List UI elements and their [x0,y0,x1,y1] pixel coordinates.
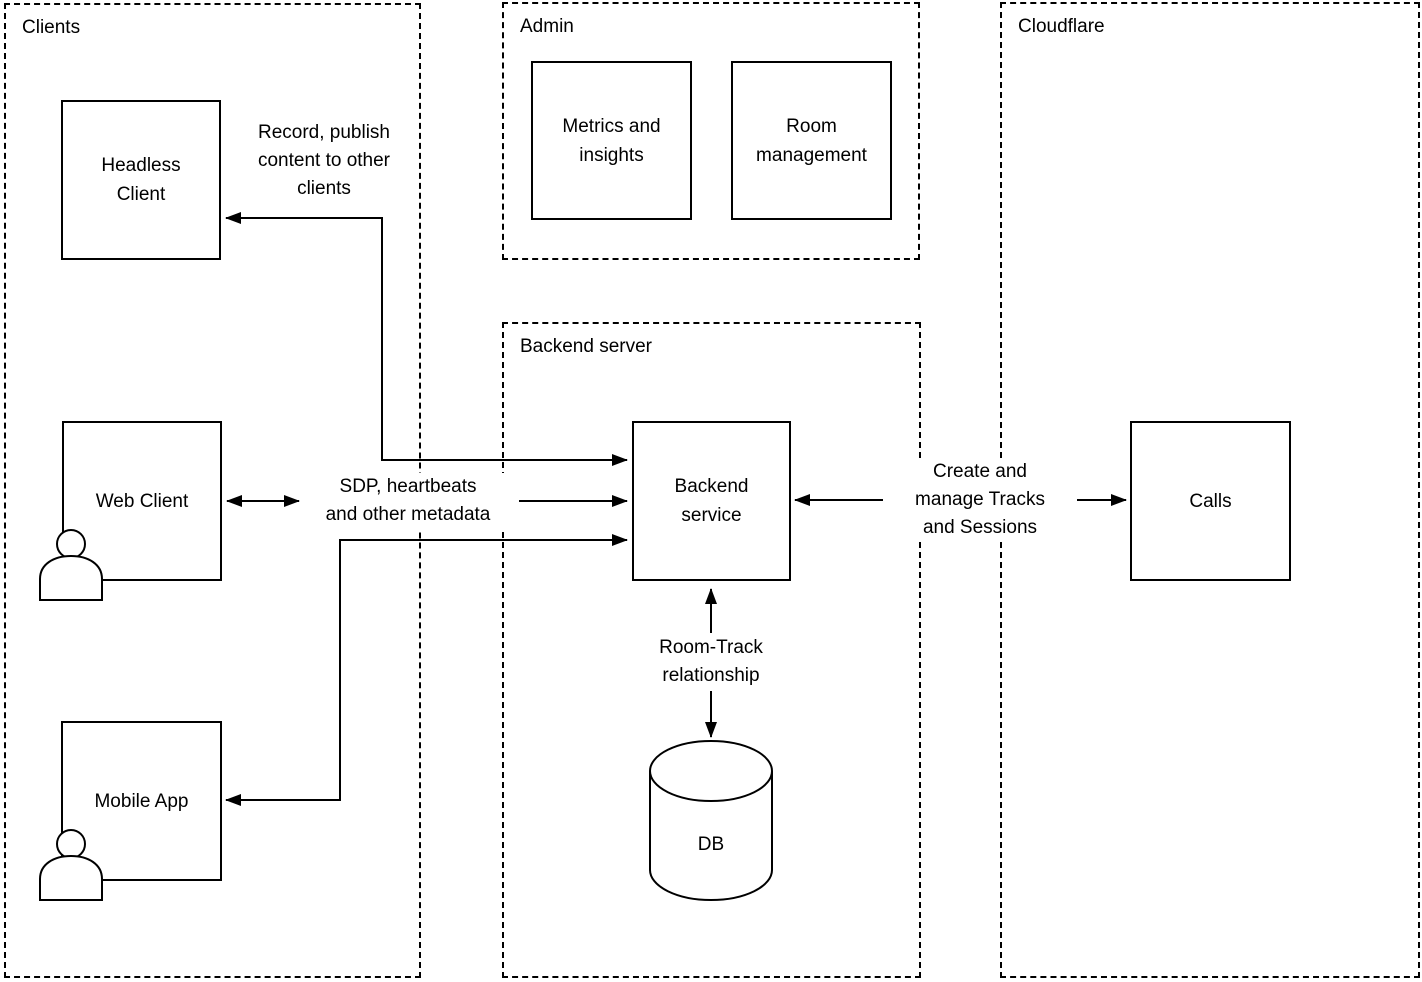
node-metrics-and-insights: Metrics and insights [531,61,692,220]
edge-label-room-track: Room-Track relationship [639,634,783,690]
node-db-label: DB [697,834,725,855]
node-headless-client: Headless Client [61,100,221,260]
edge-label-sdp-heartbeats: SDP, heartbeats and other metadata [300,473,516,529]
node-calls: Calls [1130,421,1291,581]
node-room-management: Room management [731,61,892,220]
container-clients-title: Clients [22,17,81,38]
node-web-client: Web Client [62,421,222,581]
container-backend-server-title: Backend server [520,336,653,357]
container-admin-title: Admin [520,16,574,37]
node-mobile-app: Mobile App [61,721,222,881]
edge-label-create-manage: Create and manage Tracks and Sessions [893,458,1067,542]
edge-label-record-publish: Record, publish content to other clients [232,119,416,203]
container-admin: Admin [502,2,920,260]
node-backend-service: Backend service [632,421,791,581]
container-cloudflare-title: Cloudflare [1018,16,1105,37]
